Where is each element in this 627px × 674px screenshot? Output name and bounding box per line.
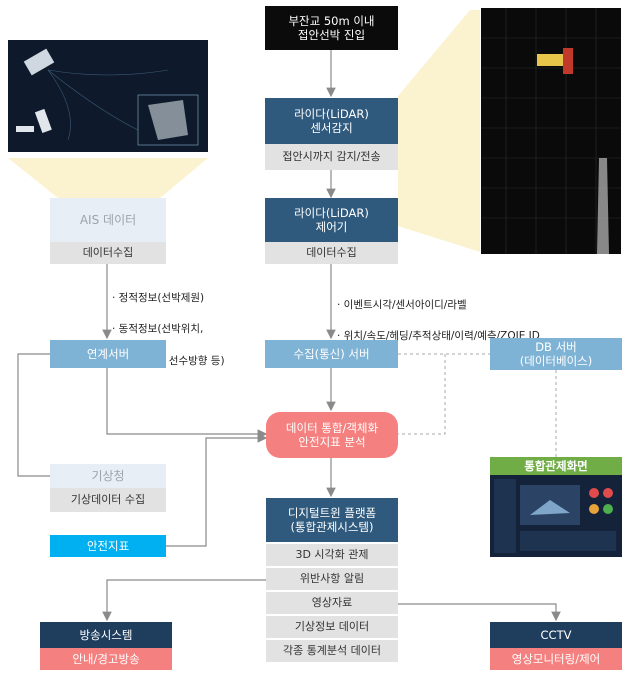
- digital-twin-items: 3D 시각화 관제 위반사항 알림 영상자료 기상정보 데이터 각종 통계분석 …: [266, 544, 398, 662]
- ais-note-2: · 동적정보(선박위치,: [112, 323, 204, 336]
- collect-server-box: 수집(통신) 서버: [265, 340, 398, 368]
- cctv-sub: 영상모니터링/제어: [490, 648, 622, 670]
- lidar-notes: · 이벤트시각/센서아이디/라벨 · 위치/속도/헤딩/추적상태/이력/예측/Z…: [337, 282, 607, 361]
- db-server-box: DB 서버(데이터베이스): [490, 338, 622, 370]
- lidar-sensor-box: 라이다(LiDAR)센서감지: [265, 98, 398, 144]
- lidar-controller-title1: 라이다(LiDAR): [294, 205, 369, 220]
- lidar-pointcloud-image: [481, 8, 621, 254]
- ais-notes: · 정적정보(선박제원) · 동적정보(선박위치, UTC시간, 선수방향 등): [112, 275, 262, 385]
- digital-twin-item: 기상정보 데이터: [266, 616, 398, 638]
- lidar-note-1: · 이벤트시각/센서아이디/라벨: [337, 298, 467, 311]
- ais-satellite-image: [8, 40, 208, 152]
- vessel-label-icon: [537, 54, 567, 66]
- dashboard-illustration: [490, 475, 622, 557]
- lidar-controller-title2: 제어기: [315, 220, 348, 234]
- ship-icon: [34, 108, 52, 133]
- satellite-icon: [23, 48, 55, 76]
- pointcloud-illustration: [481, 8, 621, 254]
- ais-image-callout: [8, 158, 208, 198]
- entry-line1: 부잔교 50m 이내: [288, 13, 375, 28]
- lidar-controller-box: 라이다(LiDAR)제어기: [265, 198, 398, 242]
- broadcast-sub: 안내/경고방송: [40, 648, 172, 670]
- digital-twin-title2: (통합관제시스템): [290, 520, 374, 534]
- cctv-box: CCTV: [490, 622, 622, 648]
- digital-twin-item: 영상자료: [266, 592, 398, 614]
- ais-note-1: · 정적정보(선박제원): [112, 291, 205, 304]
- lidar-image-callout: [398, 10, 480, 252]
- lidar-sensor-sub: 접안시까지 감지/전송: [265, 144, 398, 170]
- link-server-box: 연계서버: [50, 340, 166, 368]
- control-screen-image: [490, 475, 622, 557]
- lidar-sensor-title2: 센서감지: [310, 121, 353, 135]
- digital-twin-item: 3D 시각화 관제: [266, 544, 398, 566]
- ship-icon: [16, 126, 34, 132]
- vessel-box-icon: [563, 48, 573, 74]
- broadcast-box: 방송시스템: [40, 622, 172, 648]
- digital-twin-item: 각종 통계분석 데이터: [266, 640, 398, 662]
- weather-box: 기상청: [50, 464, 166, 488]
- db-server-title2: (데이터베이스): [519, 354, 593, 368]
- lidar-sensor-title1: 라이다(LiDAR): [294, 106, 369, 121]
- digital-twin-item: 위반사항 알림: [266, 568, 398, 590]
- db-server-title1: DB 서버: [535, 339, 577, 354]
- weather-sub: 기상데이터 수집: [50, 488, 166, 512]
- satellite-illustration: [8, 40, 208, 152]
- control-screen-title: 통합관제화면: [490, 457, 622, 475]
- digital-twin-box: 디지털트윈 플랫폼(통합관제시스템): [266, 498, 398, 542]
- safety-index-box: 안전지표: [50, 535, 166, 557]
- digital-twin-title1: 디지털트윈 플랫폼: [287, 505, 377, 520]
- integration-line1: 데이터 통합/객체화: [285, 420, 379, 435]
- integration-line2: 안전지표 분석: [298, 435, 366, 449]
- ais-sub: 데이터수집: [50, 242, 166, 264]
- ais-box: AIS 데이터: [50, 198, 166, 242]
- lidar-controller-sub: 데이터수집: [265, 242, 398, 264]
- entry-line2: 접안선박 진입: [297, 28, 366, 42]
- lidar-note-2: · 위치/속도/헤딩/추적상태/이력/예측/ZOIE ID: [337, 330, 540, 343]
